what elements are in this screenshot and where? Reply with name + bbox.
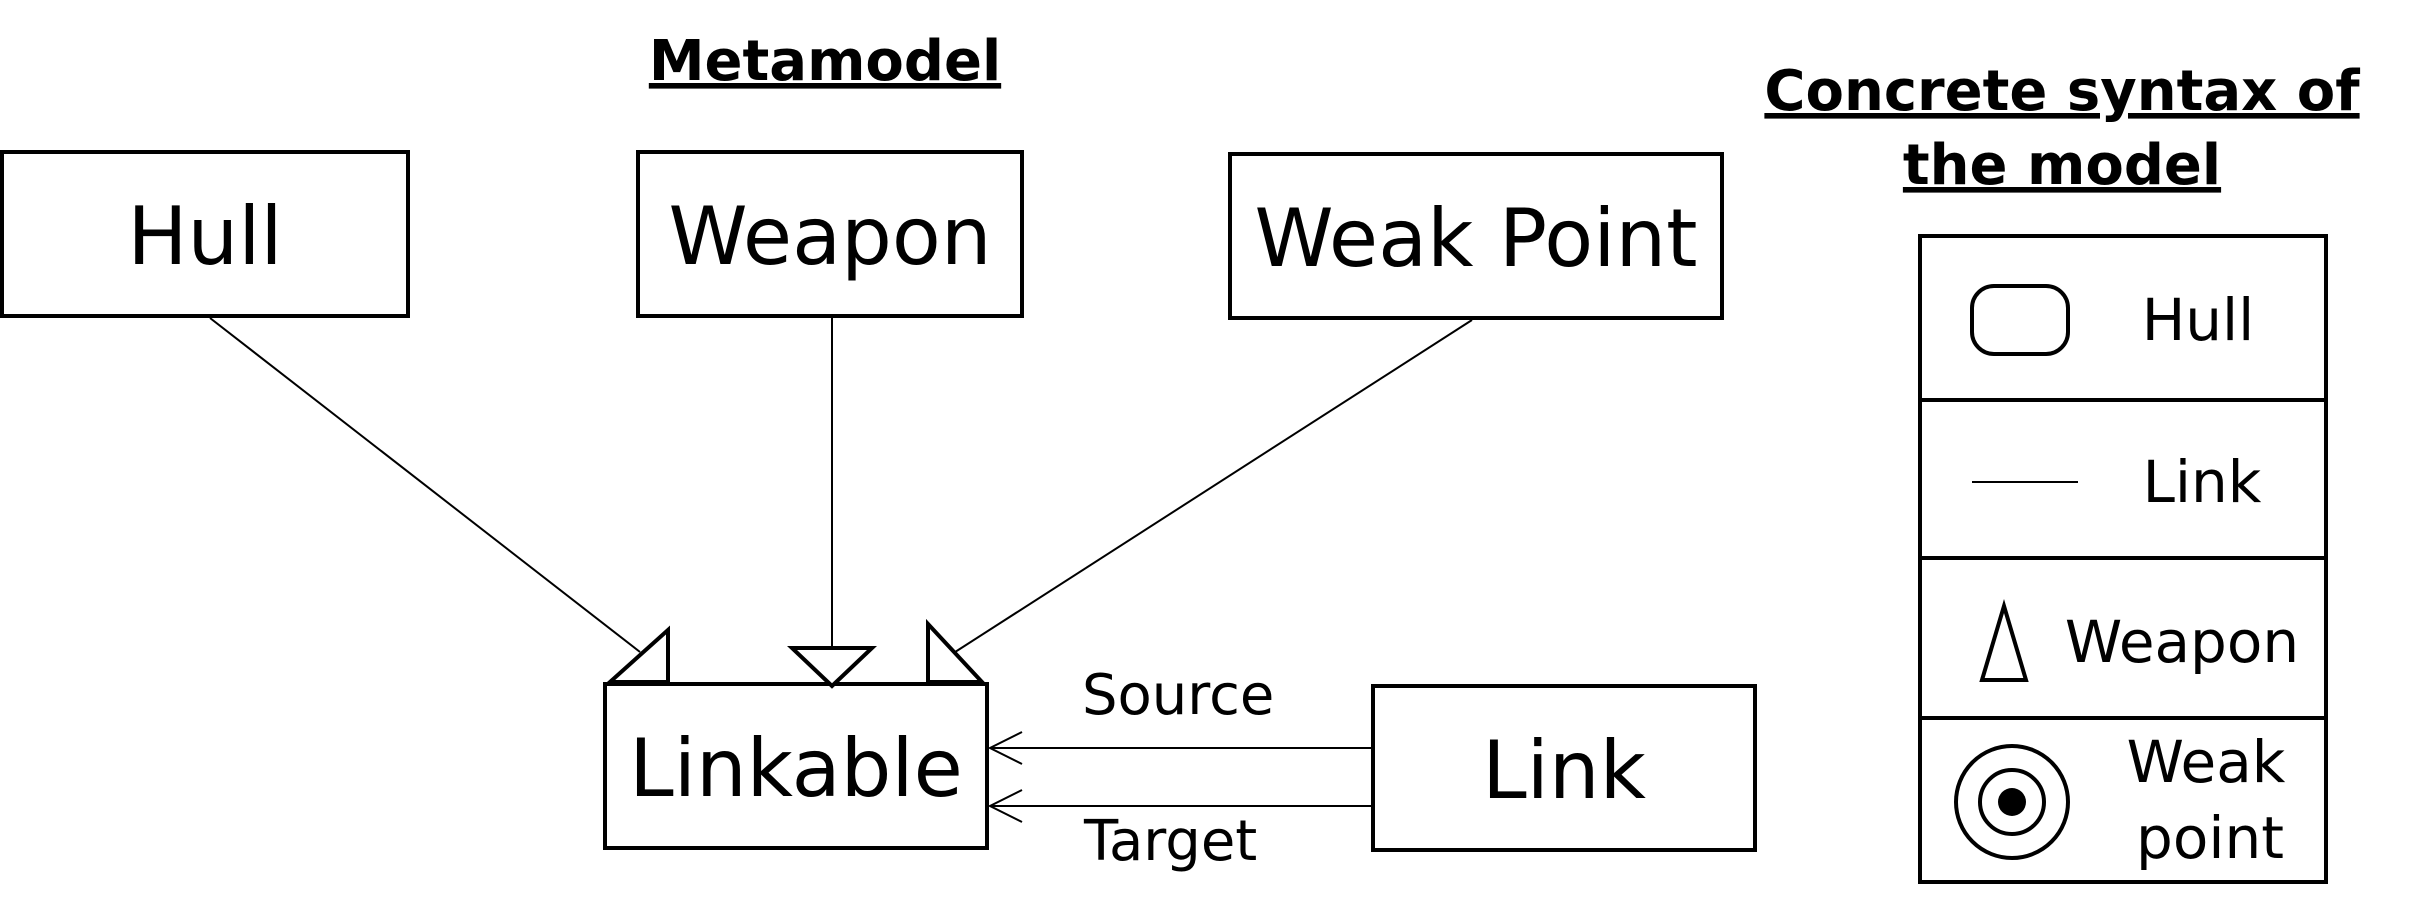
generalization-weakpoint-linkable	[926, 319, 1473, 684]
class-link-label: Link	[1482, 724, 1647, 817]
class-weak-point: Weak Point	[1228, 152, 1724, 320]
class-linkable-label: Linkable	[629, 722, 963, 815]
legend-row-link-label: Link	[2143, 448, 2262, 516]
class-weapon: Weapon	[636, 150, 1024, 318]
class-weapon-label: Weapon	[668, 190, 991, 283]
class-linkable: Linkable	[603, 682, 989, 850]
rounded-rectangle-icon	[1970, 284, 2070, 356]
generalization-hull-linkable	[209, 317, 670, 684]
legend-row-weak-point-label-line1: Weak	[2127, 728, 2286, 796]
legend-title-line1: Concrete syntax of	[1764, 59, 2360, 124]
triangle-icon	[1979, 598, 2029, 682]
legend-table: Hull Link Weapon Weak point	[1918, 234, 2328, 884]
class-hull: Hull	[0, 150, 410, 318]
legend-row-link: Link	[1972, 448, 2262, 516]
class-link: Link	[1371, 684, 1757, 852]
legend-row-weak-point-label-line2: point	[2136, 804, 2284, 872]
legend-row-weapon: Weapon	[1979, 598, 2299, 682]
target-circle-icon	[1954, 744, 2070, 860]
association-target-label: Target	[1083, 809, 1257, 874]
generalization-arrowhead	[604, 625, 670, 684]
class-hull-label: Hull	[127, 190, 282, 283]
class-weak-point-label: Weak Point	[1254, 192, 1697, 285]
open-arrowhead	[987, 731, 1023, 765]
generalization-arrowhead	[926, 618, 987, 684]
legend-row-weak-point: Weak point	[1954, 728, 2286, 872]
legend-row-weapon-label: Weapon	[2065, 608, 2299, 676]
association-source-label: Source	[1082, 663, 1274, 728]
legend-title-line2: the model	[1903, 133, 2221, 198]
legend-row-hull: Hull	[1970, 284, 2255, 356]
generalization-arrowhead	[786, 646, 878, 689]
association-source: Source	[987, 663, 1373, 765]
legend-row-hull-label: Hull	[2142, 286, 2255, 354]
metamodel-title: Metamodel	[649, 29, 1001, 94]
open-arrowhead	[987, 789, 1023, 823]
generalization-weapon-linkable	[786, 318, 878, 689]
association-target: Target	[987, 789, 1373, 874]
